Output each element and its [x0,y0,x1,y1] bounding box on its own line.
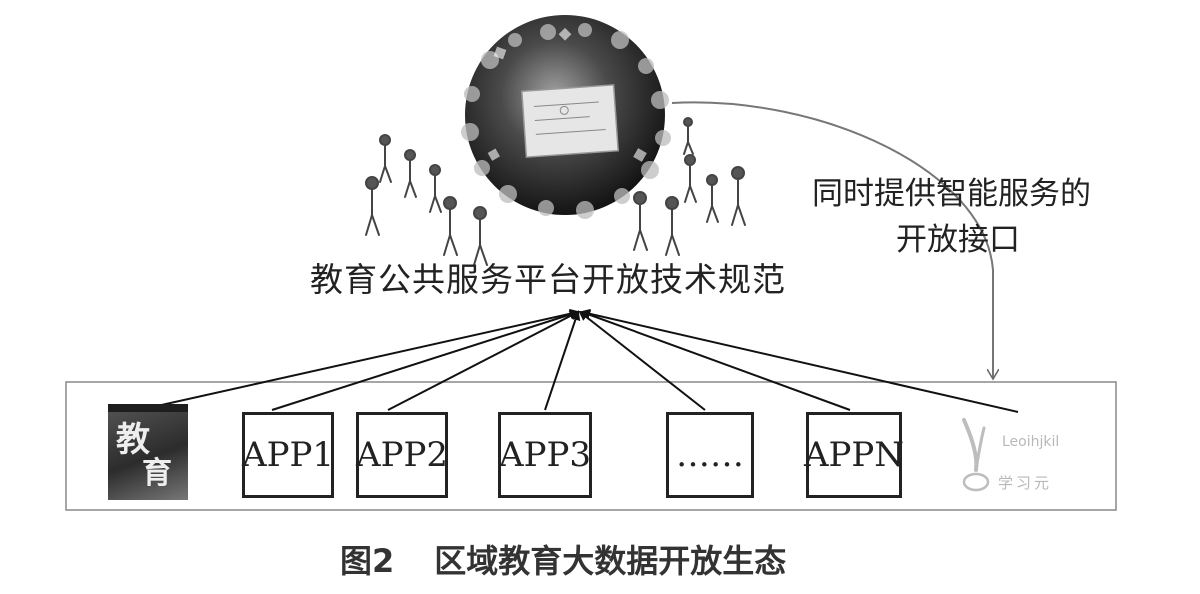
interface-arrow [671,101,993,378]
education-logo: 教 育 [108,404,188,500]
figure-number: 图2 [340,542,395,580]
platform-label: 教育公共服务平台开放技术规范 [310,260,786,299]
app-label: APP2 [356,435,448,475]
app-box-2: APP2 [356,412,448,498]
logo-glyph-2: 育 [142,456,172,491]
logo-brand-text: Leoihjkil [1002,434,1060,450]
interface-label-line1: 同时提供智能服务的 [812,176,1091,212]
app-label: APP3 [499,435,591,475]
interface-label-line2: 开放接口 [896,222,1020,258]
people-icon [365,117,746,266]
app-box-1: APP1 [242,412,334,498]
figure-title: 区域教育大数据开放生态 [434,542,787,580]
learning-cell-logo: Leoihjkil 学习元 [950,408,1100,498]
app-label: …… [676,435,744,475]
learning-cell-icon [962,418,990,492]
arrow-icon [147,308,1019,413]
logo-glyph-1: 教 [116,420,150,460]
app-box-3: APP3 [498,412,592,498]
figure-caption: 图2 区域教育大数据开放生态 [340,536,786,582]
apps-panel [65,381,1117,511]
app-label: APPN [803,435,905,475]
logo-topbar [108,404,188,412]
app-label: APP1 [242,435,334,475]
app-box-more: …… [666,412,754,498]
app-box-n: APPN [803,412,905,498]
globe-icon [461,15,671,219]
logo-cn-text: 学习元 [998,474,1053,492]
